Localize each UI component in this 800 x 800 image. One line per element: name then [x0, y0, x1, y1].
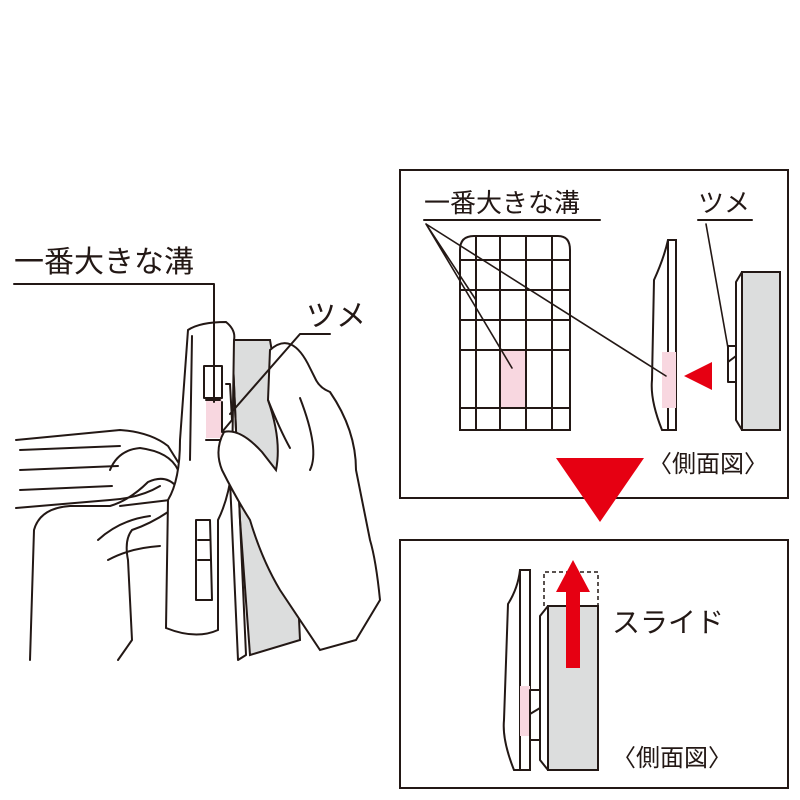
right-hand — [217, 342, 382, 652]
side-view-bottom — [502, 560, 599, 771]
hand-illustration — [15, 320, 382, 661]
label-side-view-top: 〈側面図〉 — [648, 450, 768, 478]
label-groove-panel: 一番大きな溝 — [424, 189, 580, 219]
label-groove-main: 一番大きな溝 — [14, 245, 194, 280]
groove-highlight — [206, 398, 222, 438]
previous-position-outline — [543, 571, 599, 606]
groove-grid — [459, 235, 571, 431]
lamp-housing — [164, 320, 236, 636]
leaders-left — [13, 283, 331, 415]
side-groove-highlight — [662, 352, 676, 408]
arrow-up-red — [556, 560, 590, 668]
label-side-view-bottom: 〈側面図〉 — [612, 744, 732, 772]
detail-panel-top: 一番大きな溝 ツメ 〈側面図〉 — [399, 169, 789, 499]
arrow-down-red — [556, 458, 644, 522]
label-slide: スライド — [612, 606, 724, 639]
arrow-left-red — [684, 362, 712, 390]
label-claw-panel: ツメ — [698, 189, 750, 219]
groove-grid-highlight — [500, 350, 526, 408]
side-view-top — [650, 239, 781, 431]
label-claw-main: ツメ — [306, 299, 366, 334]
detail-panel-bottom: スライド 〈側面図〉 — [399, 539, 789, 789]
